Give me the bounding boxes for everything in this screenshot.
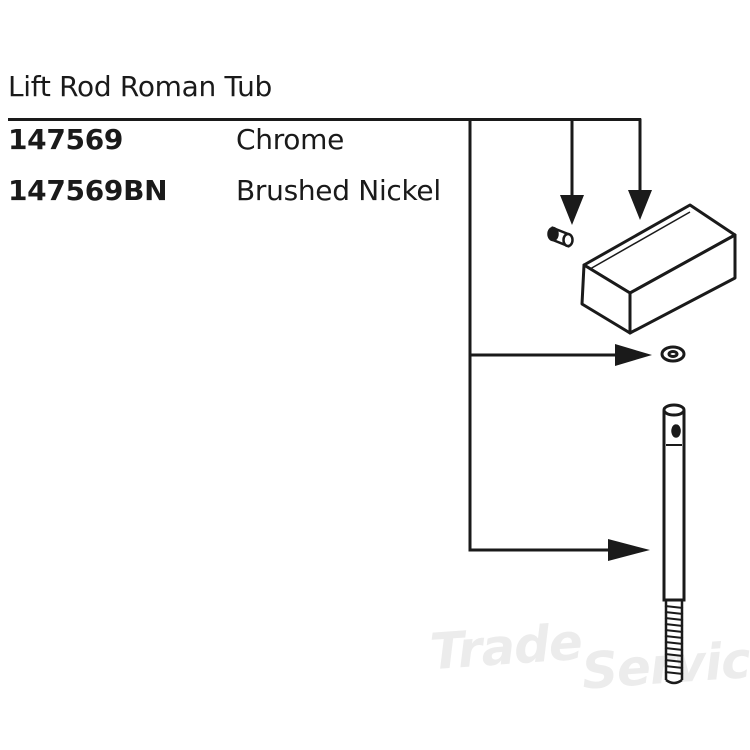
part-number: 147569 [8, 123, 124, 156]
arrowhead-set-screw [560, 195, 584, 225]
part-finish: Brushed Nickel [236, 174, 441, 207]
washer-part [660, 345, 686, 363]
set-screw-part [547, 226, 574, 248]
header-rule [8, 118, 641, 121]
arrowhead-washer [615, 344, 652, 366]
arrowhead-lift-rod [608, 539, 650, 561]
lift-rod-threads [664, 600, 684, 685]
part-number: 147569BN [8, 174, 168, 207]
arrowhead-lift-block [628, 190, 652, 220]
diagram-title: Lift Rod Roman Tub [8, 70, 273, 103]
lift-rod-part [662, 403, 686, 602]
lift-block-part [580, 203, 737, 335]
part-finish: Chrome [236, 123, 345, 156]
